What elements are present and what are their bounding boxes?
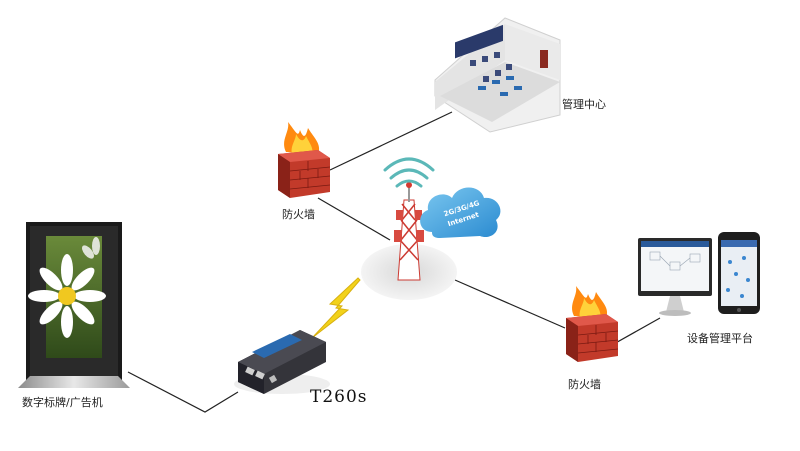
firewall-icon xyxy=(566,286,619,362)
smartphone-icon xyxy=(718,232,760,314)
cloud-icon: 2G/3G/4G Internet xyxy=(420,187,501,238)
link-tower-firewall-right xyxy=(454,279,566,329)
link-firewall-platform xyxy=(611,317,661,346)
cell-tower-icon xyxy=(394,182,424,281)
firewall-icon xyxy=(278,122,331,198)
desktop-monitor-icon xyxy=(638,238,712,316)
wifi-icon xyxy=(383,157,435,188)
router-model-label: T260s xyxy=(310,387,368,407)
lightning-icon xyxy=(311,277,361,339)
firewall-top-label: 防火墙 xyxy=(282,207,315,221)
firewall-right-label: 防火墙 xyxy=(568,377,601,391)
link-signage-router xyxy=(127,371,239,413)
control-room-icon xyxy=(434,17,561,133)
monitor-signage-icon xyxy=(18,222,130,388)
router-icon xyxy=(234,330,330,394)
connection-lines xyxy=(127,111,661,413)
link-mgmt-firewall xyxy=(329,111,453,171)
link-firewall-tower xyxy=(317,197,391,241)
device-platform-label: 设备管理平台 xyxy=(687,331,753,345)
management-center-label: 管理中心 xyxy=(562,97,606,111)
signage-label: 数字标牌/广告机 xyxy=(22,395,103,409)
